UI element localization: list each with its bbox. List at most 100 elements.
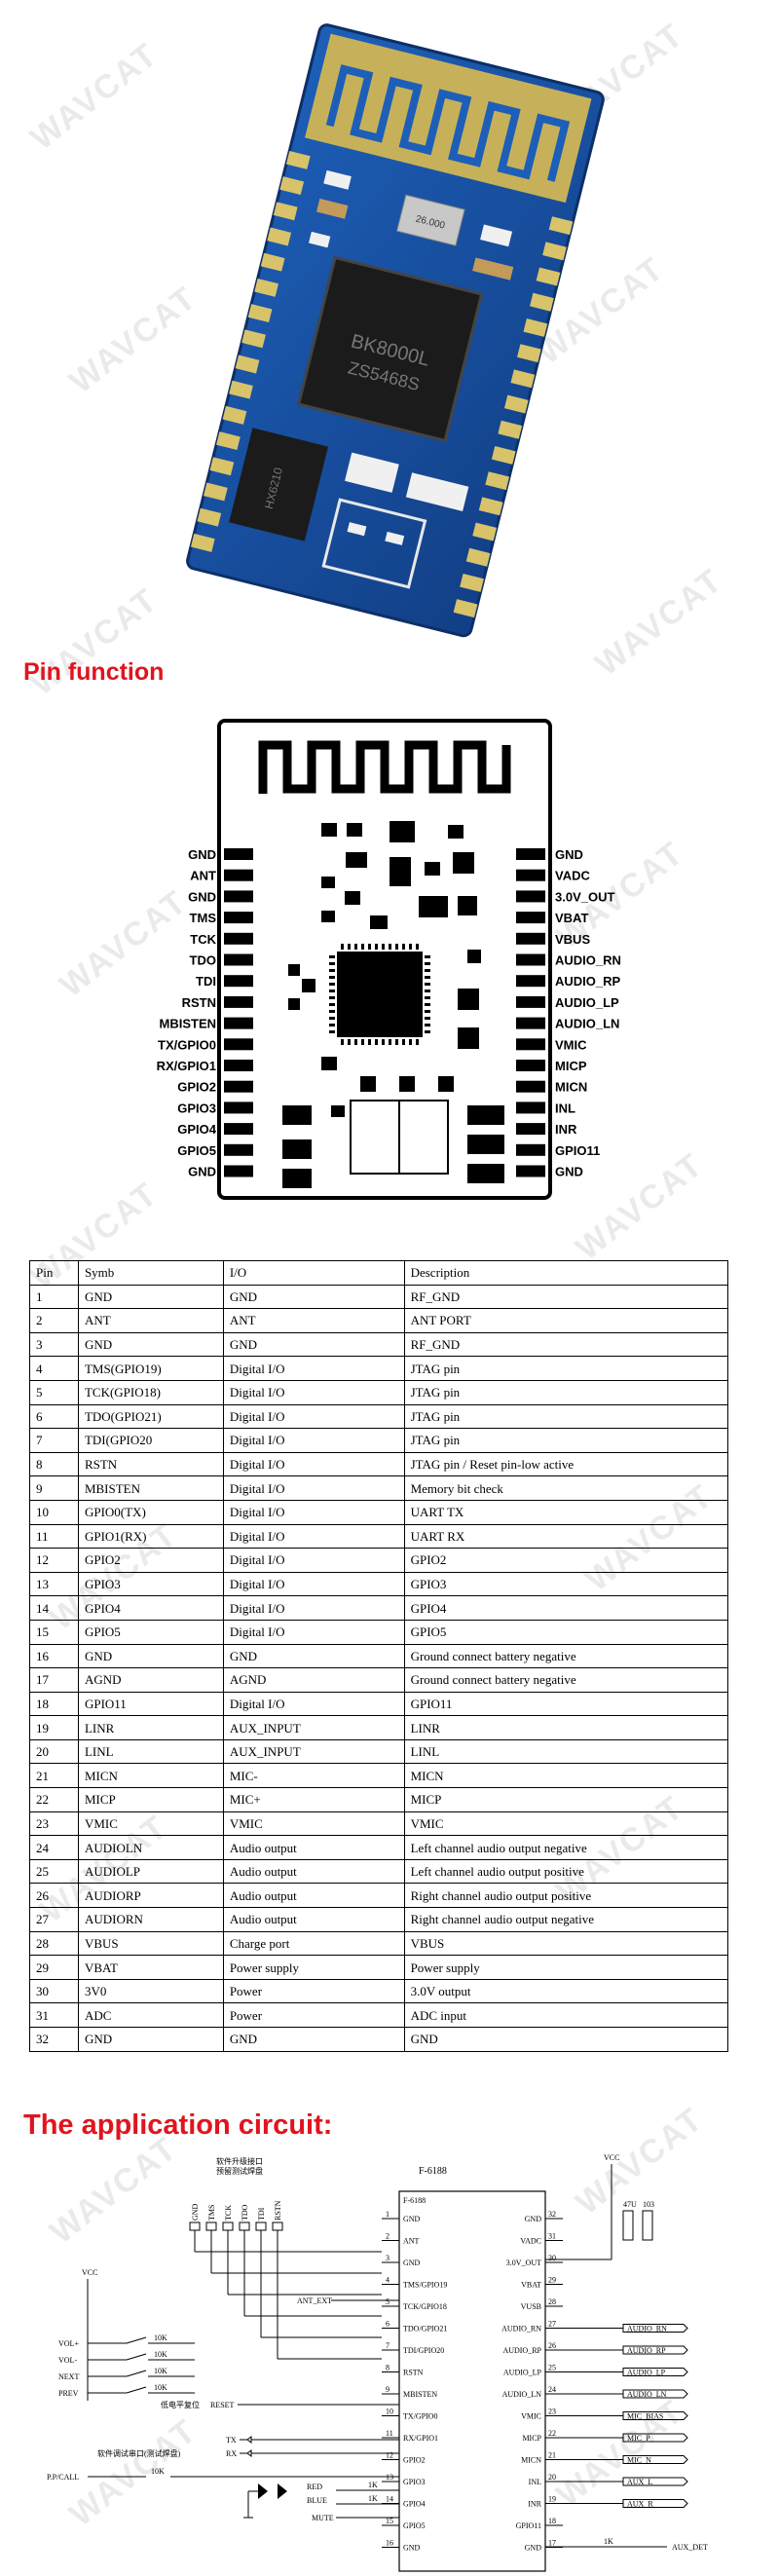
jtag-pin-label: TDI — [257, 2207, 266, 2221]
pinout-pad — [516, 1101, 545, 1114]
pinout-pad — [516, 1038, 545, 1051]
chip-pin-tick — [329, 1024, 335, 1027]
pinout-pad — [224, 1060, 253, 1071]
pinout-left-label: GPIO4 — [177, 1122, 217, 1137]
cell-description: GPIO2 — [403, 1548, 729, 1573]
chip-right-num: 26 — [548, 2341, 556, 2350]
jtag-note-1: 软件升级接口 — [216, 2156, 263, 2166]
module-pad — [536, 267, 561, 286]
cell-description: MICN — [403, 1763, 729, 1789]
cell-description: GPIO5 — [403, 1619, 729, 1645]
cap-value-1: 47U — [623, 2200, 637, 2209]
module-pad — [485, 471, 510, 491]
net-label: AUDIO_LP — [627, 2369, 666, 2377]
pinout-pad — [224, 890, 253, 903]
pinout-left-label: MBISTEN — [160, 1017, 217, 1031]
jtag-pad — [272, 2221, 283, 2231]
cell-symb: MBISTEN — [77, 1475, 224, 1501]
cell-pin: 13 — [29, 1571, 79, 1597]
chip-pin-tick — [341, 1039, 344, 1045]
cell-pin: 24 — [29, 1835, 79, 1860]
jtag-pad — [239, 2221, 250, 2231]
pinout-left-label: GND — [188, 1165, 216, 1179]
module-pad — [241, 329, 266, 349]
aux-det-resistor: 1K — [604, 2537, 613, 2546]
header-pin: Pin — [29, 1260, 79, 1286]
module-photo: 26.000 BK8000L ZS5468S HX6210 — [186, 23, 605, 638]
aux-det-label: AUX_DET — [672, 2543, 708, 2552]
cell-pin: 4 — [29, 1356, 79, 1381]
chip-left-num: 16 — [386, 2539, 393, 2548]
chip-right-pin: GPIO11 — [516, 2521, 541, 2530]
ppcall-label: P.P/CALL — [47, 2473, 79, 2482]
chip-right-num: 31 — [548, 2232, 556, 2241]
pinout-pad — [224, 1123, 253, 1136]
chip-pin-tick — [329, 1010, 335, 1013]
chip-pin-tick — [329, 1017, 335, 1020]
chip-right-num: 20 — [548, 2473, 556, 2482]
uart-note: 软件调试串口(测试焊盘) — [97, 2448, 181, 2458]
cell-symb: GPIO1(RX) — [77, 1523, 224, 1549]
chip-left-pin: GND — [403, 2259, 421, 2267]
cell-io: Digital I/O — [222, 1523, 405, 1549]
net-flag — [622, 2368, 688, 2376]
net-flag — [622, 2389, 688, 2399]
center-chip — [337, 952, 423, 1037]
cell-pin: 26 — [29, 1883, 79, 1909]
cell-pin: 31 — [29, 2002, 79, 2028]
button-label: VOL+ — [58, 2339, 79, 2348]
jtag-pin-label: RSTN — [274, 2200, 282, 2221]
pinout-pad — [516, 1123, 545, 1136]
cell-pin: 29 — [29, 1955, 79, 1980]
pinout-left-label: ANT — [190, 869, 216, 883]
pinout-right-label: AUDIO_LP — [555, 995, 619, 1010]
cell-io: AUX_INPUT — [222, 1738, 405, 1765]
cell-pin: 11 — [29, 1523, 79, 1549]
chip-pin-tick — [382, 944, 385, 950]
cell-pin: 6 — [29, 1403, 79, 1430]
cell-symb: TDI(GPIO20 — [77, 1428, 224, 1453]
chip-pin-tick — [425, 1003, 430, 1006]
module-pad — [503, 394, 529, 414]
chip-pin-tick — [341, 944, 344, 950]
chip-pin-tick — [348, 944, 351, 950]
led-red-label: RED — [307, 2483, 322, 2491]
module-pad — [548, 216, 574, 236]
cell-symb: GND — [77, 1331, 224, 1358]
chip-left-pin: GPIO4 — [403, 2500, 426, 2509]
pinout-left-label: GPIO2 — [177, 1080, 216, 1095]
pinout-left-label: TMS — [190, 911, 217, 925]
chip-pin-tick — [354, 1039, 357, 1045]
module-pad — [267, 227, 292, 246]
pinout-right-label: INR — [555, 1122, 577, 1137]
chip-pin-tick — [409, 1039, 412, 1045]
cell-symb: TMS(GPIO19) — [77, 1356, 224, 1381]
cell-io: Audio output — [222, 1907, 405, 1932]
pinout-pad — [516, 869, 545, 881]
module-pad — [279, 176, 305, 196]
chip-pin-tick — [425, 1030, 430, 1033]
pinout-pad — [224, 975, 253, 988]
header-symb: Symb — [77, 1260, 224, 1286]
pinout-pad — [516, 890, 545, 903]
cell-symb: TCK(GPIO18) — [77, 1379, 224, 1405]
module-pad — [510, 369, 536, 389]
cell-pin: 7 — [29, 1428, 79, 1453]
cell-io: AGND — [222, 1667, 405, 1693]
module-pad — [190, 533, 215, 552]
chip-pin-tick — [425, 1017, 430, 1020]
chip-pin-tick — [425, 969, 430, 972]
cell-pin: 9 — [29, 1475, 79, 1501]
cell-description: GPIO4 — [403, 1595, 729, 1621]
chip-pin-tick — [329, 976, 335, 979]
cell-symb: GPIO5 — [77, 1619, 224, 1645]
cell-pin: 27 — [29, 1907, 79, 1932]
pinout-left-label: TX/GPIO0 — [158, 1037, 216, 1052]
cell-io: Digital I/O — [222, 1403, 405, 1430]
chip-right-num: 27 — [548, 2320, 556, 2329]
